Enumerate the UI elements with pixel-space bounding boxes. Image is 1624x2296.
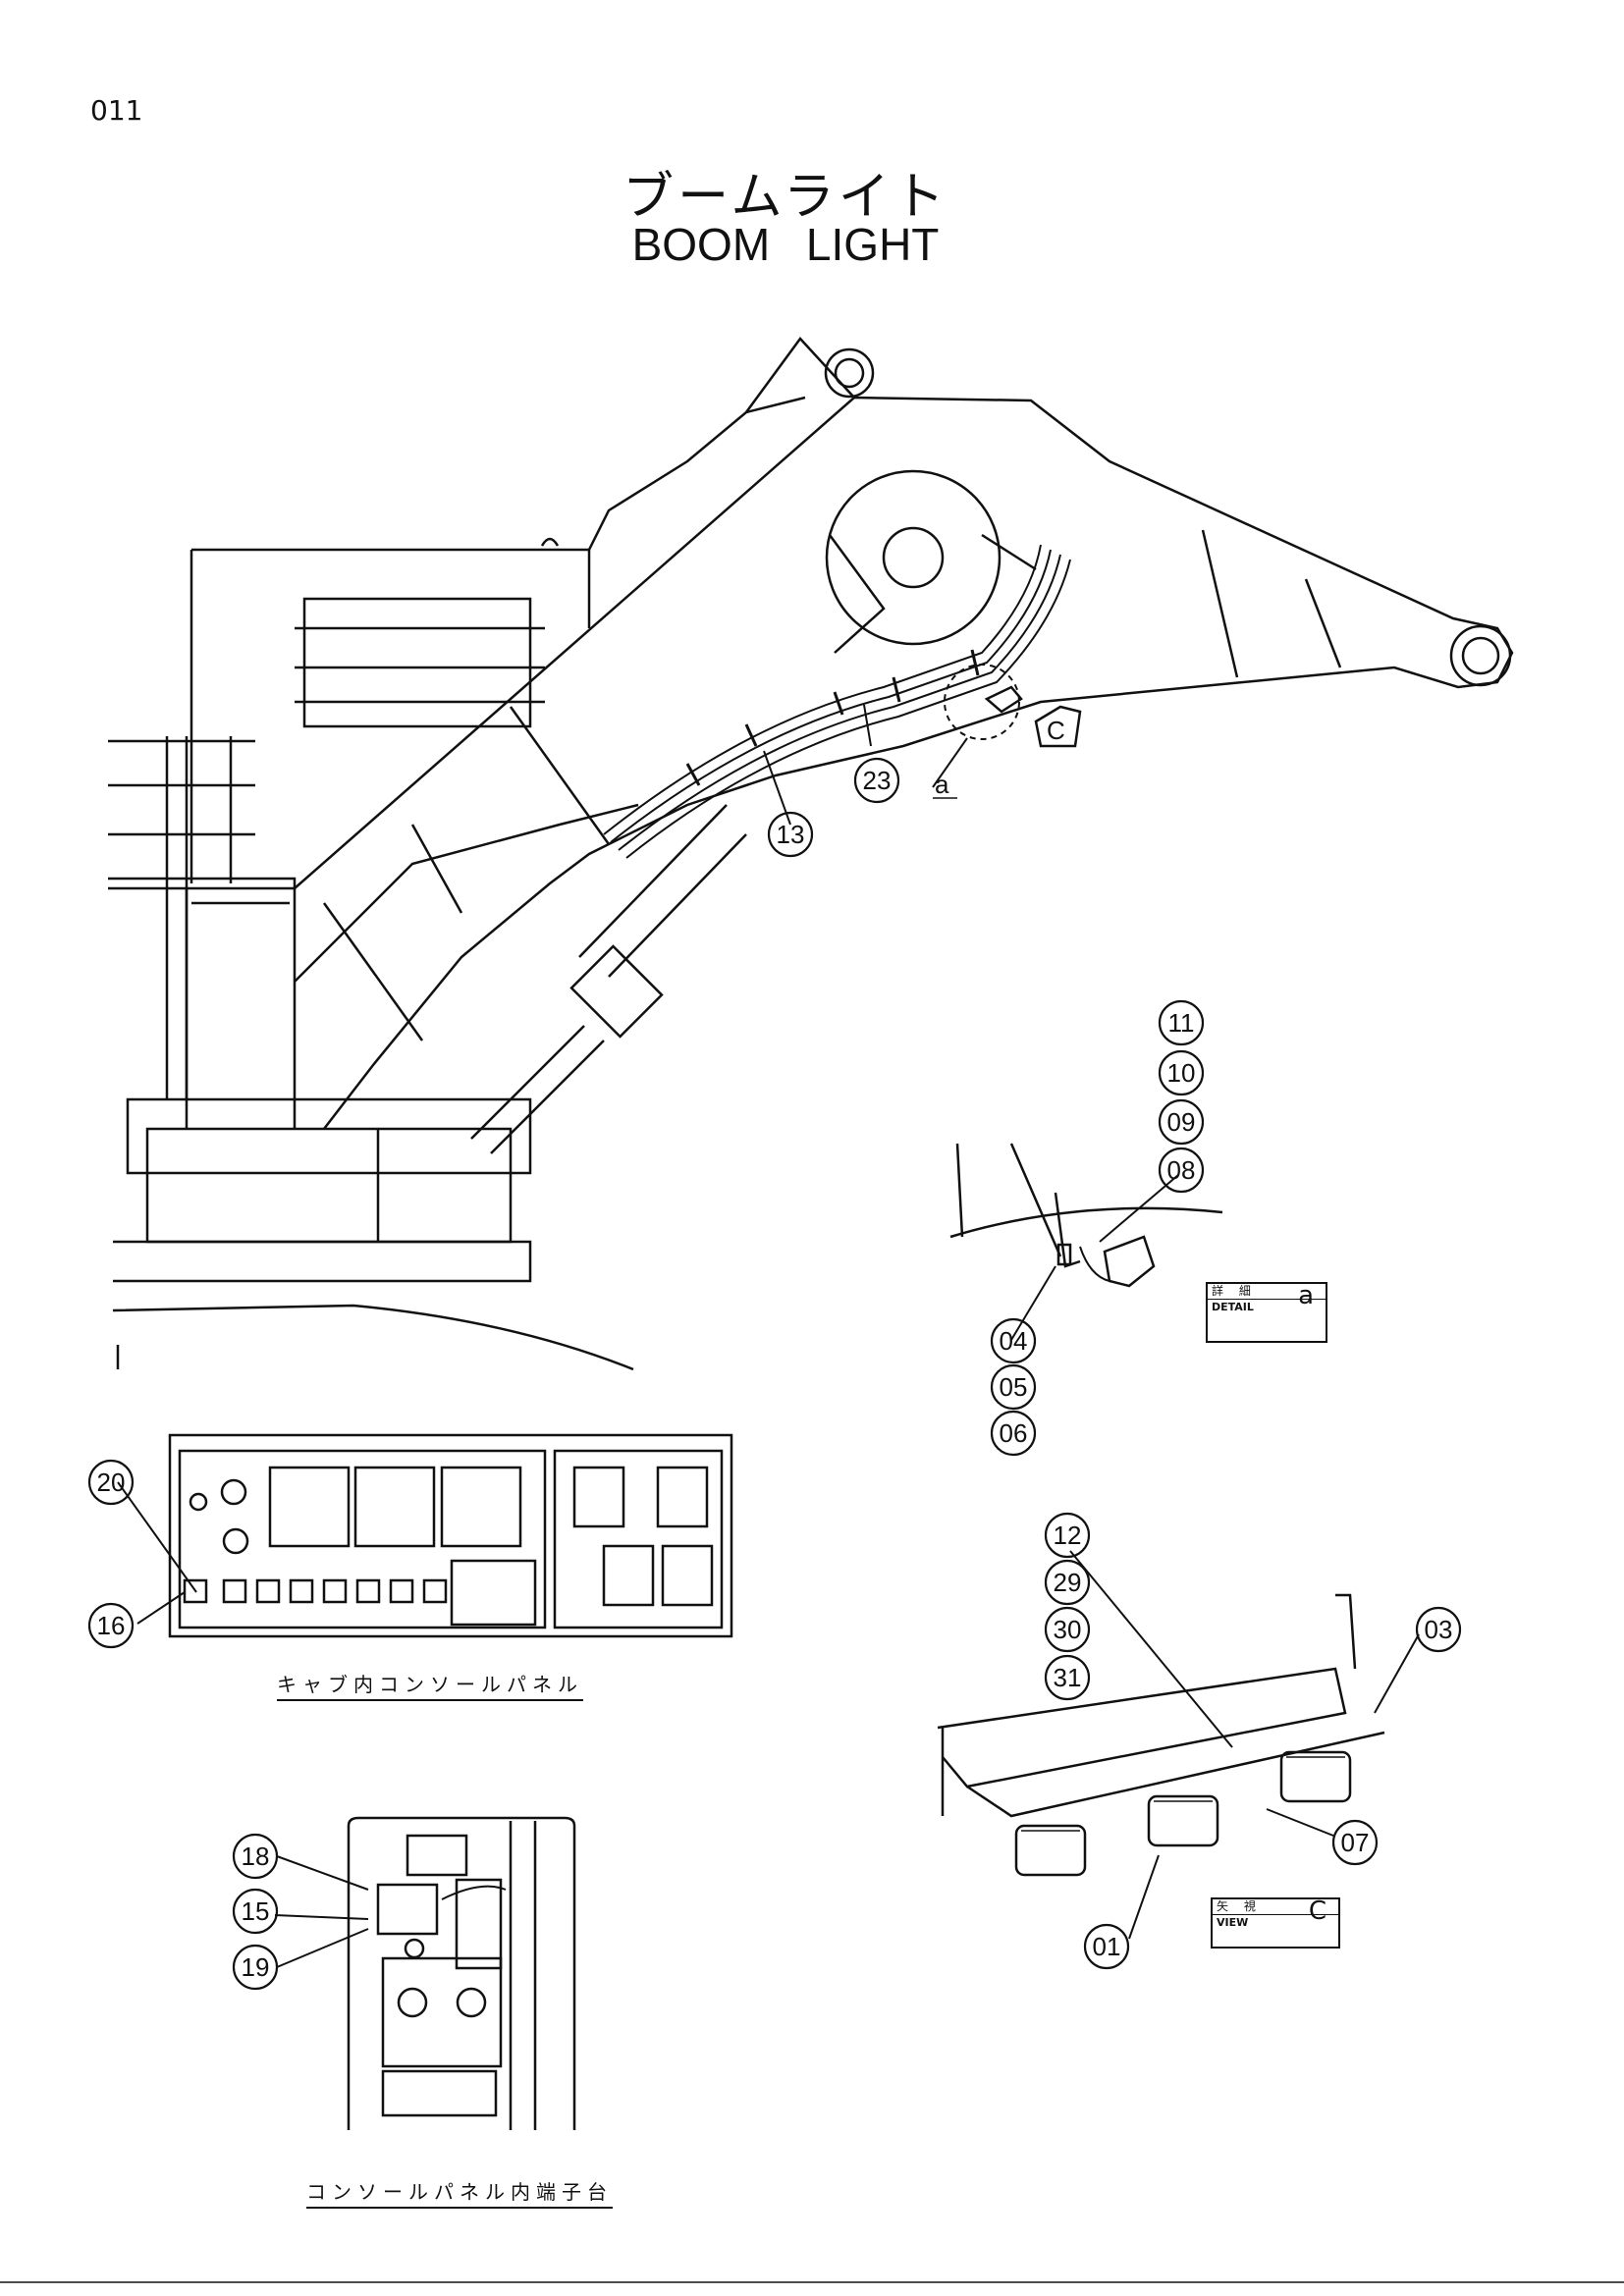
- title-english: BOOM LIGHT: [631, 219, 940, 270]
- callout-29: 29: [1044, 1559, 1091, 1606]
- callout-07: 07: [1331, 1819, 1379, 1866]
- callout-23: 23: [853, 757, 900, 804]
- svg-text:07: 07: [1341, 1828, 1370, 1857]
- svg-text:29: 29: [1054, 1568, 1082, 1597]
- callout-05: 05: [990, 1363, 1037, 1411]
- detail-tag-en: DETAIL: [1212, 1301, 1254, 1313]
- callout-03: 03: [1415, 1606, 1462, 1653]
- svg-text:09: 09: [1167, 1107, 1196, 1137]
- callout-10: 10: [1158, 1049, 1205, 1096]
- detail-tag-jp: 詳 細: [1208, 1284, 1326, 1300]
- callout-31: 31: [1044, 1654, 1091, 1701]
- svg-text:04: 04: [1000, 1326, 1028, 1356]
- callout-30: 30: [1044, 1606, 1091, 1653]
- view-tag-key: C: [1308, 1896, 1326, 1926]
- svg-text:12: 12: [1054, 1521, 1082, 1550]
- title-japanese: ブームライト: [623, 168, 948, 227]
- svg-text:31: 31: [1054, 1663, 1082, 1692]
- svg-text:05: 05: [1000, 1372, 1028, 1402]
- callout-11: 11: [1158, 999, 1205, 1046]
- view-tag-jp: 矢 視: [1213, 1899, 1338, 1915]
- view-c-marker: C: [1047, 716, 1065, 745]
- callout-09: 09: [1158, 1098, 1205, 1146]
- callout-13: 13: [767, 811, 814, 858]
- callout-16: 16: [87, 1602, 135, 1649]
- callout-01: 01: [1083, 1923, 1130, 1970]
- detail-tag-key: a: [1298, 1281, 1314, 1310]
- detail-a-view: [949, 1143, 1223, 1288]
- svg-text:20: 20: [97, 1468, 126, 1497]
- console-panel-caption: キャブ内コンソールパネル: [277, 1669, 583, 1701]
- view-c-lamps-drawing: [937, 1593, 1385, 1877]
- svg-text:19: 19: [242, 1952, 270, 1982]
- terminal-block-caption: コンソールパネル内端子台: [306, 2176, 613, 2209]
- machine-side-view: C: [108, 337, 1514, 1371]
- callout-18: 18: [232, 1833, 279, 1880]
- detail-a-marker: a: [935, 770, 949, 799]
- callout-04: 04: [990, 1317, 1037, 1364]
- view-c-tag: 矢 視 VIEW C: [1211, 1897, 1340, 1949]
- svg-text:08: 08: [1167, 1155, 1196, 1185]
- leader-lines: [117, 704, 1420, 1968]
- callout-15: 15: [232, 1888, 279, 1935]
- callout-19: 19: [232, 1944, 279, 1991]
- detail-a-tag: 詳 細 DETAIL a: [1206, 1282, 1327, 1343]
- svg-text:13: 13: [777, 820, 805, 849]
- svg-text:16: 16: [97, 1611, 126, 1640]
- callouts: 23 13 a 11 10 09 08 04 05 06 20 16 12 29…: [87, 757, 1462, 1991]
- page-number: 011: [90, 94, 143, 127]
- callout-20: 20: [87, 1459, 135, 1506]
- svg-text:23: 23: [863, 766, 892, 795]
- svg-text:01: 01: [1093, 1932, 1121, 1961]
- svg-text:10: 10: [1167, 1058, 1196, 1088]
- view-tag-en: VIEW: [1217, 1916, 1249, 1929]
- svg-text:11: 11: [1168, 1008, 1195, 1038]
- callout-06: 06: [990, 1410, 1037, 1457]
- svg-text:15: 15: [242, 1896, 270, 1926]
- console-panel-drawing: [168, 1433, 733, 1638]
- svg-text:03: 03: [1425, 1615, 1453, 1644]
- svg-text:06: 06: [1000, 1418, 1028, 1448]
- terminal-block-drawing: [347, 1816, 576, 2130]
- svg-text:18: 18: [242, 1842, 270, 1871]
- callout-08: 08: [1158, 1147, 1205, 1194]
- svg-text:30: 30: [1054, 1615, 1082, 1644]
- callout-12: 12: [1044, 1512, 1091, 1559]
